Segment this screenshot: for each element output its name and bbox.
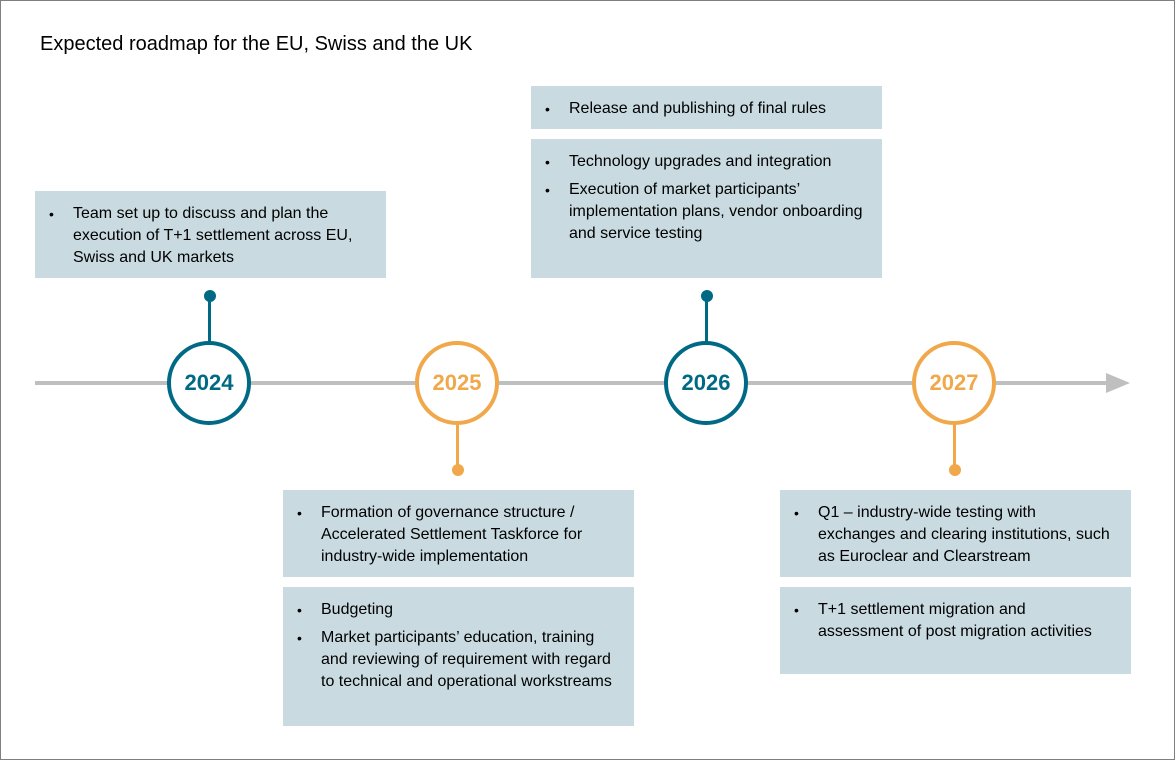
milestone-bullet: Market participants’ education, training… xyxy=(297,627,618,693)
milestone-bullet: Release and publishing of final rules xyxy=(545,98,866,120)
milestone-2025-box-2: Budgeting Market participants’ education… xyxy=(283,587,634,726)
connector-dot-icon xyxy=(452,464,464,476)
year-circle-2026: 2026 xyxy=(664,341,748,425)
milestone-2026-box-2: Technology upgrades and integration Exec… xyxy=(531,139,882,278)
milestone-2025-box-1: Formation of governance structure / Acce… xyxy=(283,490,634,577)
year-label: 2026 xyxy=(681,370,731,395)
milestone-2024-box-1: Team set up to discuss and plan the exec… xyxy=(35,191,386,278)
milestone-bullet: Budgeting xyxy=(297,599,618,621)
connector-stem xyxy=(953,424,956,470)
timeline-arrow-icon xyxy=(1106,373,1130,393)
connector-dot-icon xyxy=(949,464,961,476)
year-circle-2027: 2027 xyxy=(912,341,996,425)
milestone-2026-box-1: Release and publishing of final rules xyxy=(531,86,882,129)
connector-stem xyxy=(456,424,459,470)
timeline-axis xyxy=(35,381,1110,385)
year-label: 2027 xyxy=(929,370,979,395)
year-label: 2024 xyxy=(184,370,234,395)
year-label: 2025 xyxy=(432,370,482,395)
diagram-title: Expected roadmap for the EU, Swiss and t… xyxy=(40,33,473,55)
milestone-bullet: Q1 – industry-wide testing with exchange… xyxy=(794,502,1115,568)
milestone-bullet: Team set up to discuss and plan the exec… xyxy=(49,203,370,269)
milestone-2027-box-1: Q1 – industry-wide testing with exchange… xyxy=(780,490,1131,577)
year-circle-2024: 2024 xyxy=(167,341,251,425)
milestone-2027-box-2: T+1 settlement migration and assessment … xyxy=(780,587,1131,674)
milestone-bullet: Technology upgrades and integration xyxy=(545,151,866,173)
year-circle-2025: 2025 xyxy=(415,341,499,425)
milestone-bullet: Formation of governance structure / Acce… xyxy=(297,502,618,568)
connector-stem xyxy=(208,296,211,342)
connector-stem xyxy=(705,296,708,342)
milestone-bullet: Execution of market participants’ implem… xyxy=(545,179,866,245)
milestone-bullet: T+1 settlement migration and assessment … xyxy=(794,599,1115,643)
